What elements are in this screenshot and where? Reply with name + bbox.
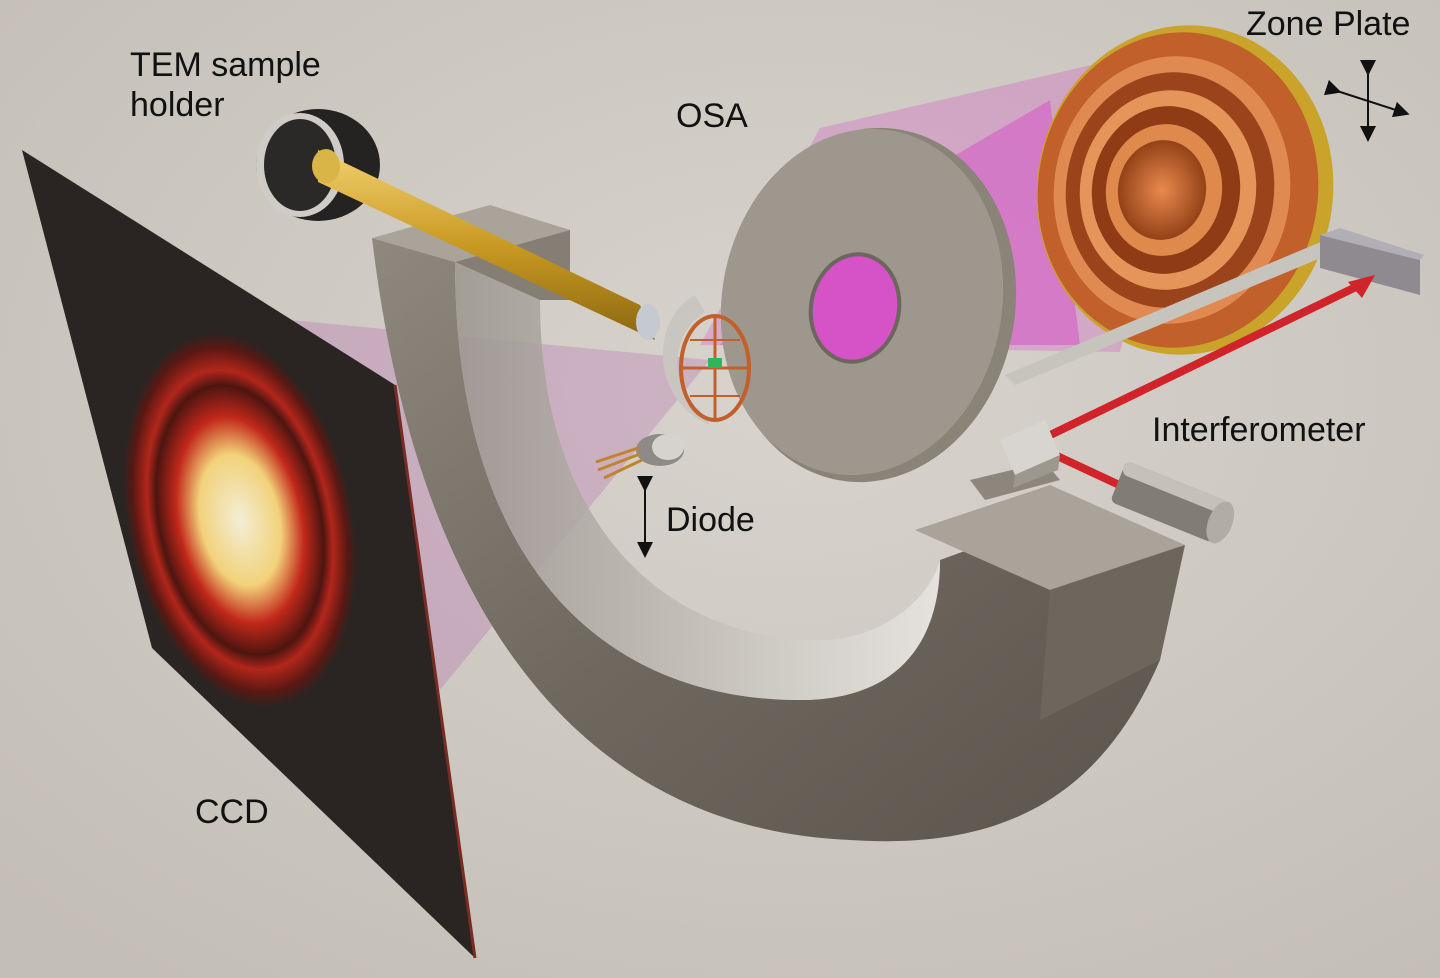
- zone-plate-mount: [1005, 228, 1424, 385]
- osa-label: OSA: [676, 97, 748, 135]
- interferometer-label: Interferometer: [1152, 411, 1366, 449]
- zone-plate-label: Zone Plate: [1246, 5, 1411, 43]
- diode: [595, 434, 684, 480]
- tem-holder-label: holder: [130, 86, 225, 124]
- zone-plate-motion-arrows: [1323, 60, 1410, 142]
- tem-sample-label: TEM sample: [130, 46, 321, 84]
- osa-aperture: [720, 127, 1017, 483]
- diode-label: Diode: [666, 501, 755, 539]
- ccd-label: CCD: [195, 793, 269, 831]
- tem-holder: [256, 109, 660, 340]
- interferometer: [1000, 420, 1235, 544]
- ccd-detector: [22, 150, 477, 959]
- sample-grid: [662, 295, 751, 425]
- zone-plate: [1036, 25, 1334, 355]
